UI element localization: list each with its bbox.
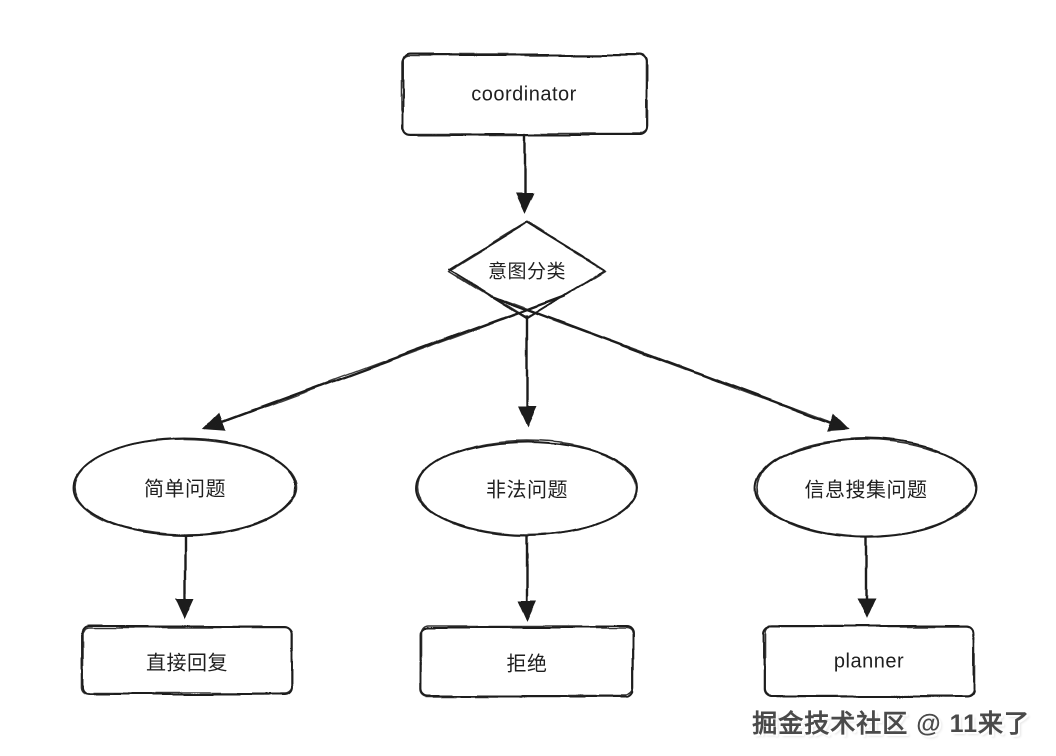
node-label-info-gathering: 信息搜集问题	[804, 479, 928, 502]
watermark-text: 掘金技术社区 @ 11来了	[752, 710, 1030, 738]
sketch-overlay-edges	[214, 295, 841, 427]
node-label-direct-reply: 直接回复	[146, 652, 228, 675]
node-label-illegal: 非法问题	[486, 479, 568, 502]
node-label-reject: 拒绝	[506, 653, 548, 676]
node-label-planner: planner	[833, 650, 905, 673]
node-label-coordinator: coordinator	[471, 83, 577, 106]
node-label-intent: 意图分类	[487, 261, 567, 283]
node-label-simple: 简单问题	[144, 478, 226, 501]
